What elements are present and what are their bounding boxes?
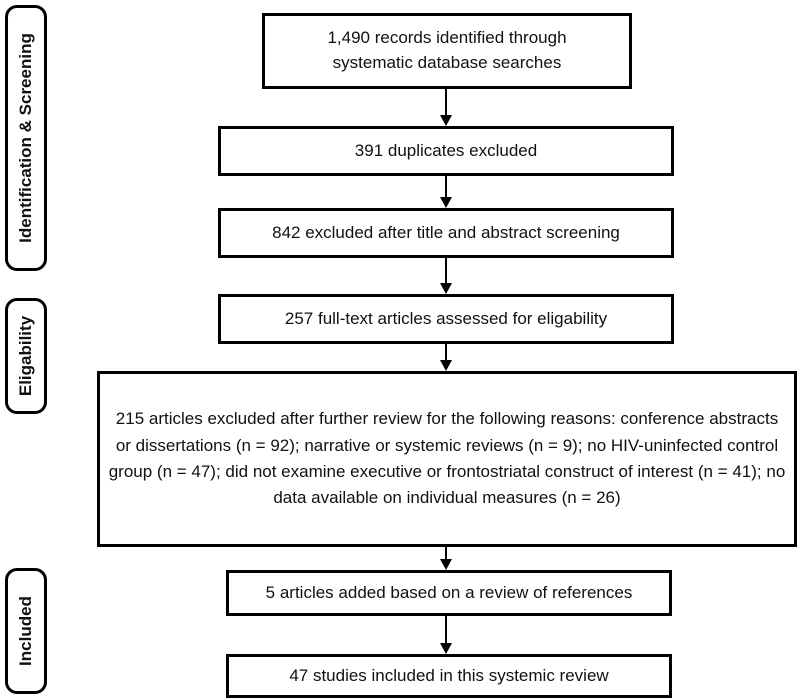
records-identified-text: 1,490 records identified through systema… bbox=[327, 28, 567, 72]
title-abstract-excluded-text: 842 excluded after title and abstract sc… bbox=[272, 222, 620, 242]
stage-label-included: Included bbox=[5, 568, 47, 694]
full-text-assessed-text: 257 full-text articles assessed for elig… bbox=[284, 308, 608, 328]
articles-added-text: 5 articles added based on a review of re… bbox=[265, 582, 633, 602]
stage-label-eligibility: Eligability bbox=[5, 298, 47, 414]
studies-included-text: 47 studies included in this systemic rev… bbox=[289, 665, 609, 685]
title-abstract-excluded-box: 842 excluded after title and abstract sc… bbox=[218, 208, 674, 258]
stage-label-included-text: Included bbox=[16, 596, 35, 666]
stage-label-identification-screening-text: Identification & Screening bbox=[16, 33, 35, 243]
exclusion-reasons-box: 215 articles excluded after further revi… bbox=[97, 371, 797, 547]
stage-label-identification-screening: Identification & Screening bbox=[5, 5, 47, 271]
duplicates-excluded-box: 391 duplicates excluded bbox=[218, 126, 674, 176]
studies-included-box: 47 studies included in this systemic rev… bbox=[226, 654, 672, 698]
exclusion-reasons-text: 215 articles excluded after further revi… bbox=[108, 409, 786, 508]
full-text-assessed-box: 257 full-text articles assessed for elig… bbox=[218, 294, 674, 344]
records-identified-box: 1,490 records identified through systema… bbox=[262, 13, 632, 89]
articles-added-box: 5 articles added based on a review of re… bbox=[226, 570, 672, 616]
stage-label-eligibility-text: Eligability bbox=[16, 315, 35, 397]
duplicates-excluded-text: 391 duplicates excluded bbox=[354, 140, 538, 160]
